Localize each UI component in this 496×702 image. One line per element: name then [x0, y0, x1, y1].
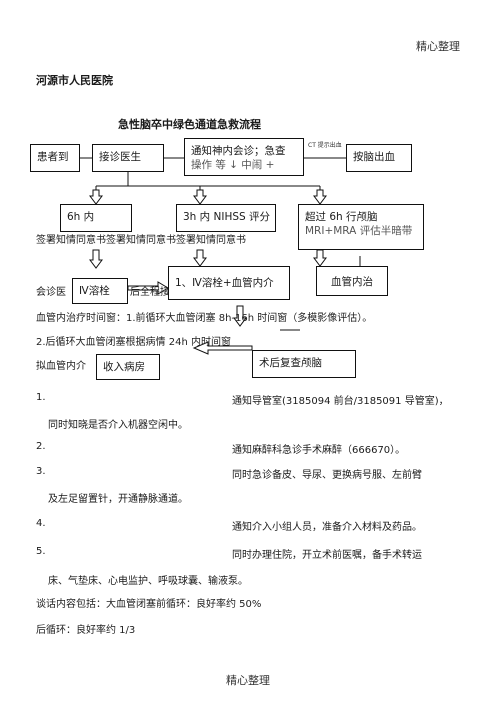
box-hemorrhage: 按脑出血 — [346, 144, 412, 172]
box-endovascular: 血管内治 — [316, 266, 388, 296]
arrow-down-3h — [193, 189, 207, 205]
list-item-text: 同时办理住院，开立术前医嘱，备手术转运 — [232, 550, 422, 561]
hospital-name: 河源市人民医院 — [36, 74, 113, 87]
box-label: 超过 6h 行颅脑 — [305, 211, 378, 223]
posterior-circulation-line: 2.后循环大血管闭塞根据病情 24h 内时间窗 — [36, 337, 231, 348]
arrow-down-6h — [89, 189, 103, 205]
flowchart-title: 急性脑卒中绿色通道急救流程 — [118, 118, 261, 131]
list-item-continuation: 及左足留置针，开通静脉通道。 — [48, 494, 188, 505]
list-item-number: 5. — [36, 546, 46, 557]
box-within-6h: 6h 内 — [60, 204, 132, 232]
arrow-down-iv — [89, 249, 103, 269]
time-window-line: 血管内治疗时间窗：1.前循环大血管闭塞 8h-16h 时间窗（多模影像评估）。 — [36, 313, 373, 324]
box-receiving-doctor: 接诊医生 — [92, 144, 164, 172]
box-label-cut: 操作 等 ↓ 中闹 + — [191, 159, 275, 171]
arrow-down-iv-endo — [193, 249, 207, 267]
ct-hemorrhage-note: CT 提示出血 — [308, 142, 342, 149]
consent-line: 签署知情同意书签署知情同意书签署知情同意书 — [36, 235, 246, 246]
consent-talk-line: 谈话内容包括：大血管闭塞前循环：良好率约 50% — [36, 599, 262, 610]
arrow-down-over6h — [313, 189, 327, 205]
page-footer: 精心整理 — [226, 674, 270, 687]
box-label: 按脑出血 — [353, 151, 395, 163]
box-label: 3h 内 NIHSS 评分 — [183, 211, 271, 223]
box-over-6h: 超过 6h 行颅脑 MRI+MRA 评估半暗带 — [298, 204, 424, 250]
box-label: 收入病房 — [103, 361, 145, 373]
list-item-number: 3. — [36, 466, 46, 477]
box-patient-arrival: 患者到 — [30, 144, 80, 172]
list-item-continuation: 床、气垫床、心电监护、呼吸球囊、输液泵。 — [48, 576, 248, 587]
box-notify-neurology: 通知神内会诊；急查操作 等 ↓ 中闹 + — [184, 138, 304, 176]
box-label: 1、Ⅳ溶栓+血管内介 — [175, 277, 274, 289]
box-within-3h-nihss: 3h 内 NIHSS 评分 — [176, 204, 276, 232]
arrow-down-endo — [313, 249, 327, 267]
box-label: 接诊医生 — [99, 151, 141, 163]
list-item-text: 通知麻醉科急诊手术麻醉（666670）。 — [232, 445, 406, 456]
list-item-number: 4. — [36, 518, 46, 529]
box-admit-ward: 收入病房 — [96, 354, 160, 380]
list-item-text: 通知导管室(3185094 前台/3185091 导管室)， — [232, 396, 449, 407]
posterior-rate-line: 后循环：良好率约 1/3 — [36, 625, 136, 636]
list-item-text: 同时急诊备皮、导尿、更换病号服、左前臂 — [232, 470, 422, 481]
consult-prefix: 会诊医 — [36, 287, 66, 298]
list-item-number: 2. — [36, 441, 46, 452]
box-label: 6h 内 — [67, 211, 95, 223]
consult-suffix: 后全程接 — [130, 287, 170, 298]
box-label-cut: MRI+MRA 评估半暗带 — [305, 225, 413, 237]
box-label: 通知神内会诊；急查 — [191, 145, 286, 157]
plan-prefix: 拟血管内介 — [36, 361, 86, 372]
box-label: 患者到 — [37, 151, 69, 163]
list-item-continuation: 同时知晓是否介入机器空闲中。 — [48, 420, 188, 431]
box-label: 血管内治 — [331, 276, 373, 288]
box-postop-recheck: 术后复查颅脑 — [252, 350, 356, 378]
page-header: 精心整理 — [416, 40, 460, 53]
box-label: Ⅳ溶栓 — [79, 285, 110, 297]
list-item-text: 通知介入小组人员，准备介入材料及药品。 — [232, 522, 422, 533]
box-iv-plus-endovascular: 1、Ⅳ溶栓+血管内介 — [168, 266, 290, 300]
list-item-number: 1. — [36, 392, 46, 403]
box-label: 术后复查颅脑 — [259, 357, 322, 369]
box-iv-thrombolysis: Ⅳ溶栓 — [72, 278, 128, 304]
